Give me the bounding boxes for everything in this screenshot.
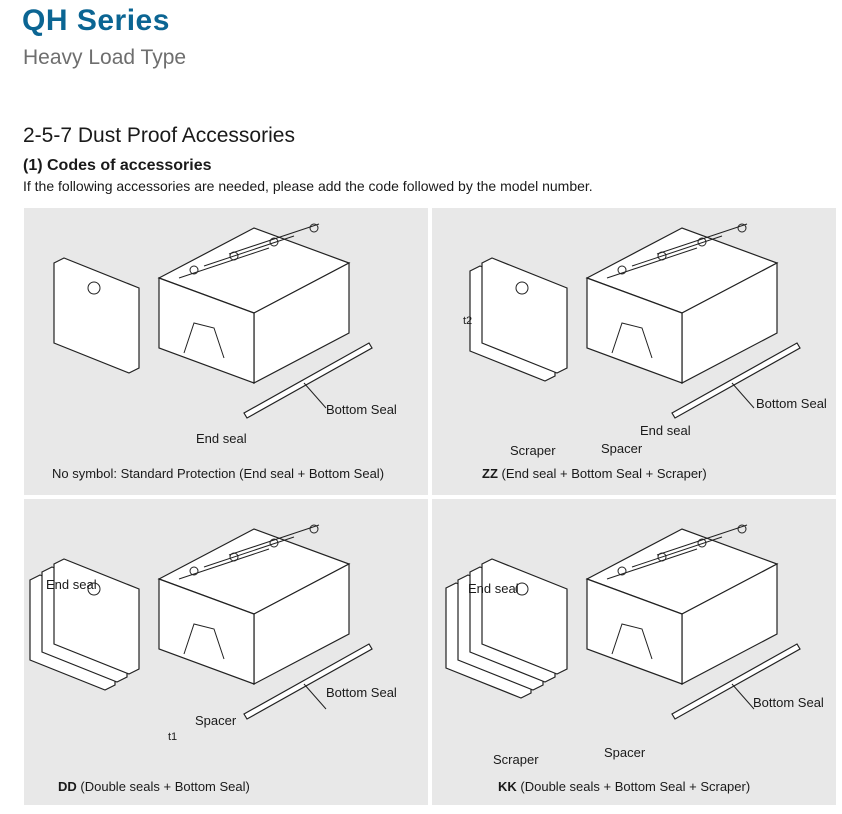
kk-diagram (445, 524, 801, 720)
rail-cutout (611, 623, 653, 660)
panel-kk: End seal Bottom Seal Spacer Scraper KK (… (432, 499, 836, 805)
mounting-hole (229, 552, 239, 562)
rail-cutout (183, 623, 225, 660)
mounting-hole (269, 237, 279, 247)
mounting-hole (617, 566, 627, 576)
plate-hole (515, 582, 529, 596)
plate-hole (87, 281, 101, 295)
block-groove (631, 235, 723, 267)
caption-text: No symbol: Standard Protection (End seal… (52, 466, 385, 481)
label-bottom-seal: Bottom Seal (326, 402, 397, 417)
mounting-hole (269, 538, 279, 548)
block-end-face (158, 578, 255, 685)
section-subtitle: (1) Codes of accessories (23, 157, 212, 174)
series-title: QH Series (22, 4, 170, 37)
label-t1: t1 (168, 731, 178, 743)
standard-protection-diagram (53, 223, 373, 419)
block-end-face (586, 578, 683, 685)
block-groove (606, 548, 698, 580)
mounting-hole (309, 524, 319, 534)
block-groove (228, 223, 320, 255)
caption-standard: No symbol: Standard Protection (End seal… (52, 466, 384, 481)
caption-text: (Double seals + Bottom Seal + Scraper) (516, 779, 751, 794)
block-groove (228, 524, 320, 556)
bottom-seal-strip (671, 643, 801, 720)
mounting-hole (189, 566, 199, 576)
bottom-seal-strip (243, 643, 373, 720)
mounting-hole (617, 265, 627, 275)
panel-standard: Bottom Seal End seal No symbol: Standard… (24, 208, 428, 495)
bottom-seal-strip (243, 342, 373, 419)
label-end-seal: End seal (196, 431, 247, 446)
mounting-hole (229, 251, 239, 261)
label-bottom-seal: Bottom Seal (753, 695, 824, 710)
mounting-hole (697, 538, 707, 548)
block-groove (178, 247, 270, 279)
panel-zz: t2 Bottom Seal End seal Scraper Spacer Z… (432, 208, 836, 495)
mounting-hole (697, 237, 707, 247)
zz-diagram (469, 223, 801, 419)
mounting-hole (657, 552, 667, 562)
block-groove (203, 536, 295, 568)
leader-bottom-seal (303, 683, 327, 710)
block-end-face (158, 277, 255, 384)
intro-text: If the following accessories are needed,… (23, 178, 593, 194)
seal-plate (53, 558, 140, 675)
rail-cutout (611, 322, 653, 359)
mounting-hole (737, 524, 747, 534)
block-groove (606, 247, 698, 279)
plate-hole (87, 582, 101, 596)
mounting-hole (189, 265, 199, 275)
label-scraper: Scraper (493, 752, 539, 767)
label-spacer: Spacer (604, 745, 646, 760)
seal-plate (53, 257, 140, 374)
caption-text: (End seal + Bottom Seal + Scraper) (497, 466, 707, 481)
code-kk: KK (498, 779, 517, 794)
leader-bottom-seal (731, 683, 755, 710)
caption-dd: DD (Double seals + Bottom Seal) (58, 779, 250, 794)
seal-plate (481, 257, 568, 374)
caption-kk: KK (Double seals + Bottom Seal + Scraper… (498, 779, 750, 794)
section-title: 2-5-7 Dust Proof Accessories (23, 124, 295, 147)
seal-plate (481, 558, 568, 675)
block-end-face (586, 277, 683, 384)
label-bottom-seal: Bottom Seal (326, 685, 397, 700)
block-groove (656, 524, 748, 556)
mounting-hole (309, 223, 319, 233)
block-groove (178, 548, 270, 580)
label-end-seal: End seal (640, 423, 691, 438)
mounting-hole (657, 251, 667, 261)
label-scraper: Scraper (510, 443, 556, 458)
label-end-seal: End seal (46, 577, 97, 592)
plate-hole (515, 281, 529, 295)
mounting-hole (737, 223, 747, 233)
label-t2: t2 (463, 315, 473, 327)
label-end-seal: End seal (468, 581, 519, 596)
leader-bottom-seal (731, 382, 755, 409)
code-zz: ZZ (482, 466, 498, 481)
dd-diagram (29, 524, 373, 720)
leader-bottom-seal (303, 382, 327, 409)
caption-text: (Double seals + Bottom Seal) (76, 779, 250, 794)
block-groove (631, 536, 723, 568)
code-dd: DD (58, 779, 77, 794)
label-spacer: Spacer (601, 441, 643, 456)
caption-zz: ZZ (End seal + Bottom Seal + Scraper) (482, 466, 707, 481)
label-bottom-seal: Bottom Seal (756, 396, 827, 411)
block-groove (203, 235, 295, 267)
label-spacer: Spacer (195, 713, 237, 728)
block-groove (656, 223, 748, 255)
panel-dd: End seal Bottom Seal Spacer t1 DD (Doubl… (24, 499, 428, 805)
series-subtitle: Heavy Load Type (23, 46, 187, 69)
bottom-seal-strip (671, 342, 801, 419)
rail-cutout (183, 322, 225, 359)
